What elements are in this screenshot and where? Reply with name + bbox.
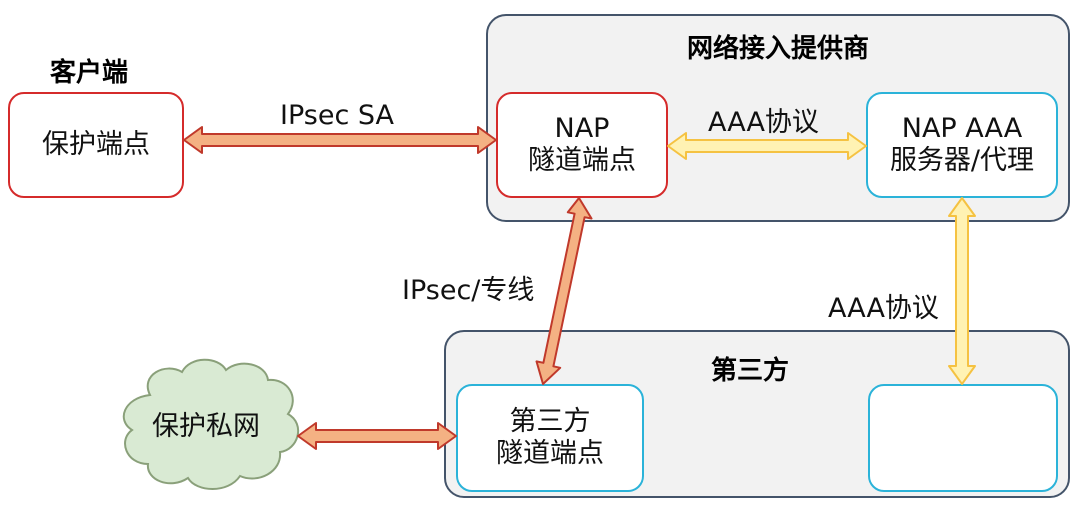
client-endpoint-label: 保护端点 (42, 128, 150, 160)
aaa-top-arrow (667, 132, 867, 160)
ipsec-sa-label: IPsec SA (280, 100, 394, 131)
third-party-group-title: 第三方 (710, 356, 789, 386)
aaa-right-arrow (948, 197, 976, 385)
nap-aaa-line2: 服务器/代理 (889, 145, 1035, 176)
protected-network-label: 保护私网 (152, 411, 260, 442)
aaa-right-label: AAA协议 (828, 293, 939, 324)
ipsec-leased-label: IPsec/专线 (402, 275, 535, 306)
nap-group-title: 网络接入提供商 (686, 34, 869, 64)
nap-tunnel-line2: 隧道端点 (528, 145, 636, 176)
ipsec-sa-arrow (183, 126, 497, 154)
nap-tunnel-endpoint: NAP 隧道端点 (496, 92, 668, 198)
nap-aaa-server: NAP AAA 服务器/代理 (866, 92, 1058, 198)
nap-tunnel-line1: NAP (554, 112, 610, 144)
private-network-arrow (297, 422, 457, 450)
third-party-tunnel-line1: 第三方 (509, 405, 591, 437)
third-party-aaa-server (868, 384, 1058, 492)
aaa-top-label: AAA协议 (708, 107, 819, 138)
client-protected-endpoint: 保护端点 (8, 92, 184, 198)
nap-aaa-line1: NAP AAA (901, 112, 1023, 144)
protected-network-cloud (122, 358, 299, 490)
third-party-tunnel-line2: 隧道端点 (496, 438, 604, 469)
client-title: 客户端 (50, 58, 129, 88)
ipsec-leased-arrow (535, 197, 593, 385)
third-party-tunnel-endpoint: 第三方 隧道端点 (456, 384, 644, 492)
